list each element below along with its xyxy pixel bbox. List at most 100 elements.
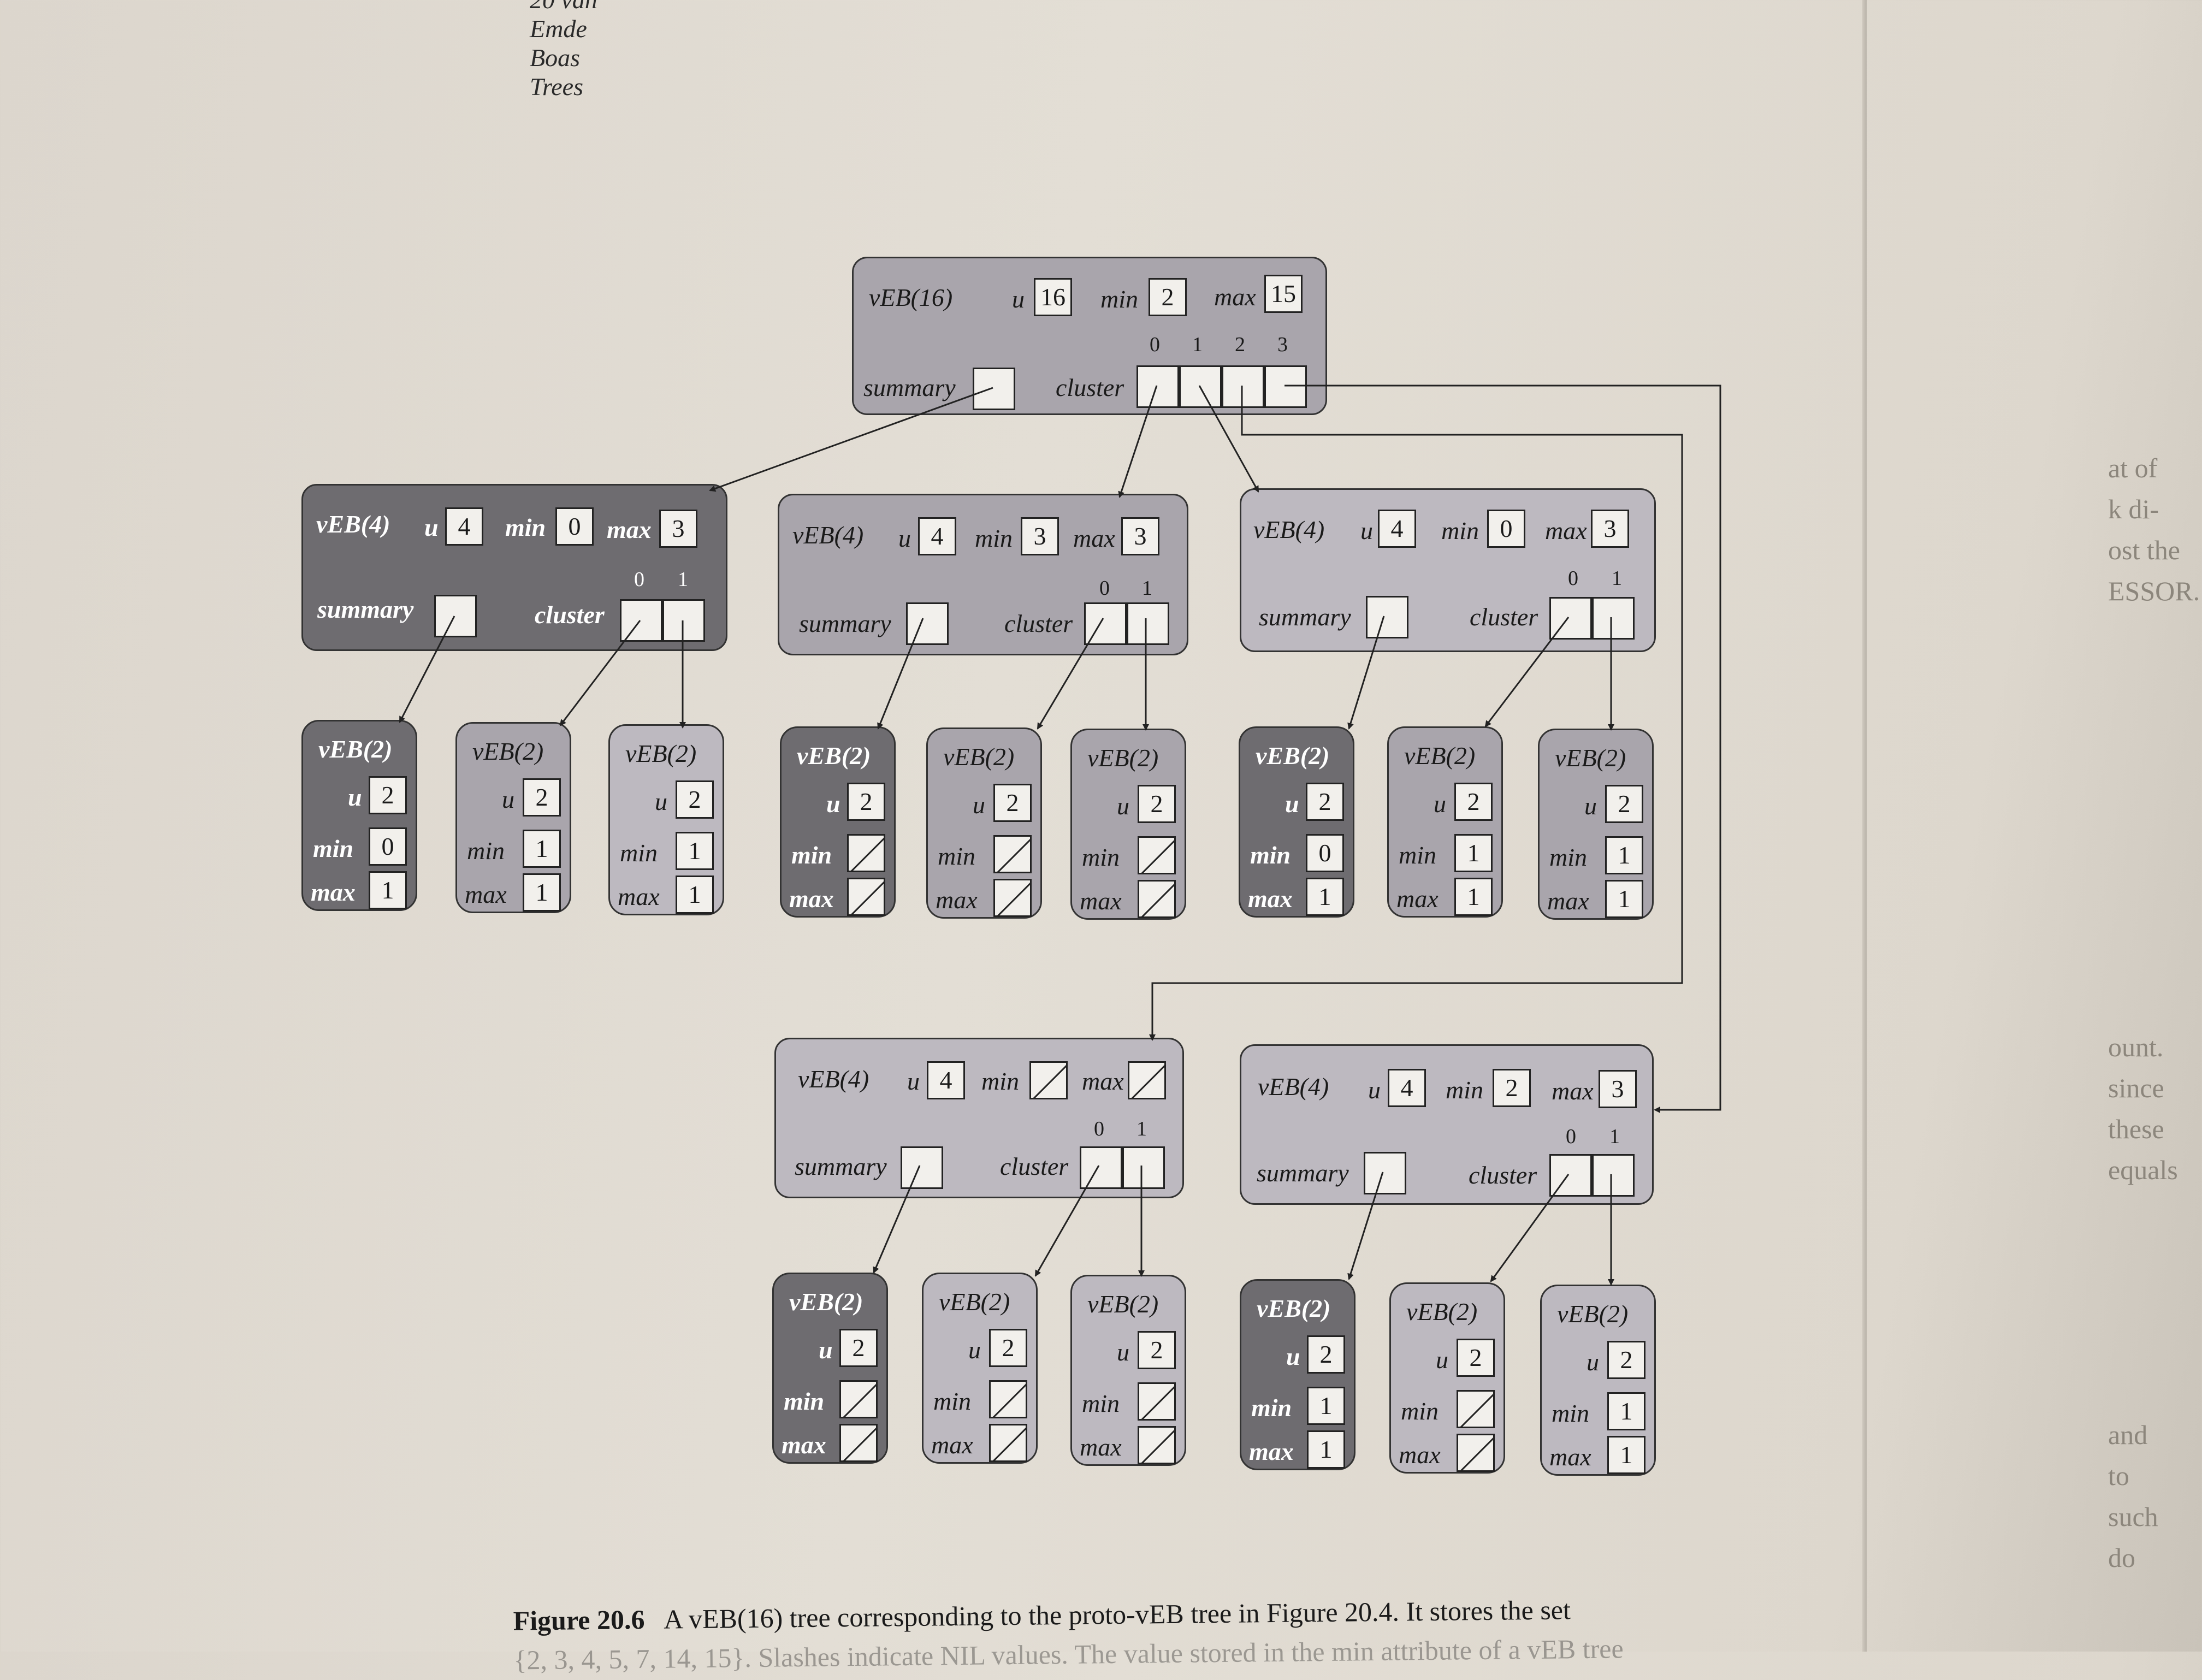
root-veb16-node: vEB(16) u 16 min 2 max 15 0 1 2 3 summar… — [852, 257, 1327, 415]
node-name: vEB(16) — [869, 283, 953, 311]
u-label: u — [348, 783, 362, 811]
node-name: vEB(4) — [1258, 1073, 1329, 1101]
max-value — [847, 878, 885, 916]
chapter-title: Chapter 20 van Emde Boas Trees — [530, 0, 597, 100]
min-label: min — [467, 837, 505, 865]
leaf-veb2-node: vEB(2) u 2 min 1 max 1 — [1240, 1279, 1355, 1470]
min-value: 1 — [1605, 836, 1643, 874]
pointer-arrow — [1484, 617, 1570, 727]
node-name: vEB(4) — [792, 521, 864, 549]
leaf-veb2-node: vEB(2) u 2 min 0 max 1 — [301, 720, 417, 911]
summary-label: summary — [1257, 1159, 1349, 1187]
summary-label: summary — [795, 1152, 887, 1180]
min-label: min — [1250, 841, 1291, 869]
max-label: max — [1248, 885, 1293, 913]
u-value: 4 — [927, 1061, 965, 1099]
cluster-veb4-node: vEB(4) u 4 min 0 max 3 0 1 summary clust… — [1240, 488, 1656, 652]
node-name: vEB(2) — [1256, 742, 1330, 770]
u-value: 2 — [1307, 1335, 1345, 1374]
min-value — [1138, 836, 1176, 874]
pointer-arrow — [1198, 385, 1259, 493]
summary-pointer-cell — [906, 602, 949, 645]
min-value — [847, 834, 885, 872]
leaf-veb2-node: vEB(2) u 2 min 1 max 1 — [1387, 726, 1503, 918]
cluster-index: 1 — [1609, 1125, 1620, 1148]
max-value: 3 — [1591, 510, 1629, 548]
leaf-veb2-node: vEB(2) u 2 min 1 max 1 — [1538, 729, 1654, 920]
leaf-veb2-node: vEB(2) u 2 min 1 max 1 — [455, 722, 571, 913]
u-value: 2 — [369, 776, 407, 814]
min-value — [1457, 1390, 1495, 1428]
cluster-index: 0 — [1566, 1125, 1576, 1148]
cluster-index: 1 — [1192, 333, 1203, 356]
cluster-index: 0 — [634, 568, 644, 591]
max-value: 1 — [1306, 878, 1344, 916]
pointer-arrow — [1347, 1172, 1384, 1280]
summary-pointer-cell — [1364, 1152, 1406, 1194]
max-label: max — [311, 878, 356, 906]
u-label: u — [1434, 790, 1446, 818]
cluster-pointer-cell — [620, 599, 662, 642]
node-name: vEB(2) — [797, 742, 871, 770]
max-value — [1138, 1426, 1176, 1464]
min-label: min — [975, 524, 1013, 552]
cluster-pointer-cell — [1179, 365, 1222, 408]
u-value: 2 — [847, 783, 885, 821]
u-label: u — [898, 524, 911, 552]
min-value — [839, 1380, 878, 1418]
cluster-label: cluster — [1056, 374, 1124, 401]
cluster-pointer-cell — [1592, 597, 1635, 640]
min-value: 0 — [1487, 510, 1525, 548]
cluster-pointer-cell — [1264, 365, 1307, 408]
max-label: max — [607, 516, 652, 543]
fragment: to — [2108, 1460, 2129, 1491]
u-label: u — [1360, 517, 1373, 545]
u-value: 2 — [839, 1329, 878, 1367]
min-value: 1 — [523, 830, 561, 868]
min-value: 0 — [1306, 834, 1344, 872]
node-name: vEB(2) — [318, 735, 393, 763]
min-value: 0 — [369, 827, 407, 866]
cluster-label: cluster — [1470, 603, 1538, 631]
node-name: vEB(2) — [1087, 1290, 1159, 1318]
max-value: 1 — [676, 876, 714, 914]
fragment: and — [2108, 1419, 2148, 1450]
summary-pointer-cell — [434, 595, 477, 637]
max-label: max — [1073, 524, 1115, 552]
max-label: max — [465, 880, 507, 908]
min-label: min — [938, 842, 975, 870]
cluster-index: 1 — [1612, 567, 1622, 590]
min-value: 0 — [555, 507, 594, 546]
min-label: min — [1446, 1076, 1483, 1104]
cluster-index: 3 — [1277, 333, 1288, 356]
pointer-arrow — [559, 620, 641, 726]
min-label: min — [620, 839, 658, 867]
pointer-arrow — [1284, 384, 1721, 1113]
min-value: 3 — [1021, 517, 1059, 555]
max-value: 3 — [1599, 1070, 1637, 1108]
leaf-veb2-node: vEB(2) u 2 min max — [772, 1273, 888, 1464]
cluster-label: cluster — [1469, 1161, 1537, 1189]
min-label: min — [1082, 1389, 1120, 1417]
min-label: min — [791, 841, 832, 869]
leaf-veb2-node: vEB(2) u 2 min max — [780, 726, 896, 918]
max-value — [1138, 880, 1176, 918]
pointer-arrow — [1037, 618, 1104, 730]
cluster-label: cluster — [1000, 1152, 1069, 1180]
pointer-arrow — [1118, 385, 1158, 498]
min-label: min — [1401, 1397, 1439, 1425]
figure-caption: Figure 20.6 A vEB(16) tree corresponding… — [513, 1588, 1715, 1679]
min-value: 1 — [1307, 1387, 1345, 1425]
cluster-label: cluster — [1004, 610, 1073, 637]
u-value: 2 — [1138, 785, 1176, 823]
cluster-index: 1 — [1136, 1117, 1147, 1140]
summary-label: summary — [799, 610, 891, 637]
u-label: u — [1436, 1346, 1448, 1374]
pointer-arrow — [1347, 616, 1385, 730]
max-value — [989, 1424, 1027, 1462]
leaf-veb2-node: vEB(2) u 2 min max — [1389, 1282, 1505, 1474]
min-label: min — [505, 513, 546, 541]
cluster-pointer-cell — [1136, 365, 1179, 408]
u-value: 2 — [523, 778, 561, 817]
